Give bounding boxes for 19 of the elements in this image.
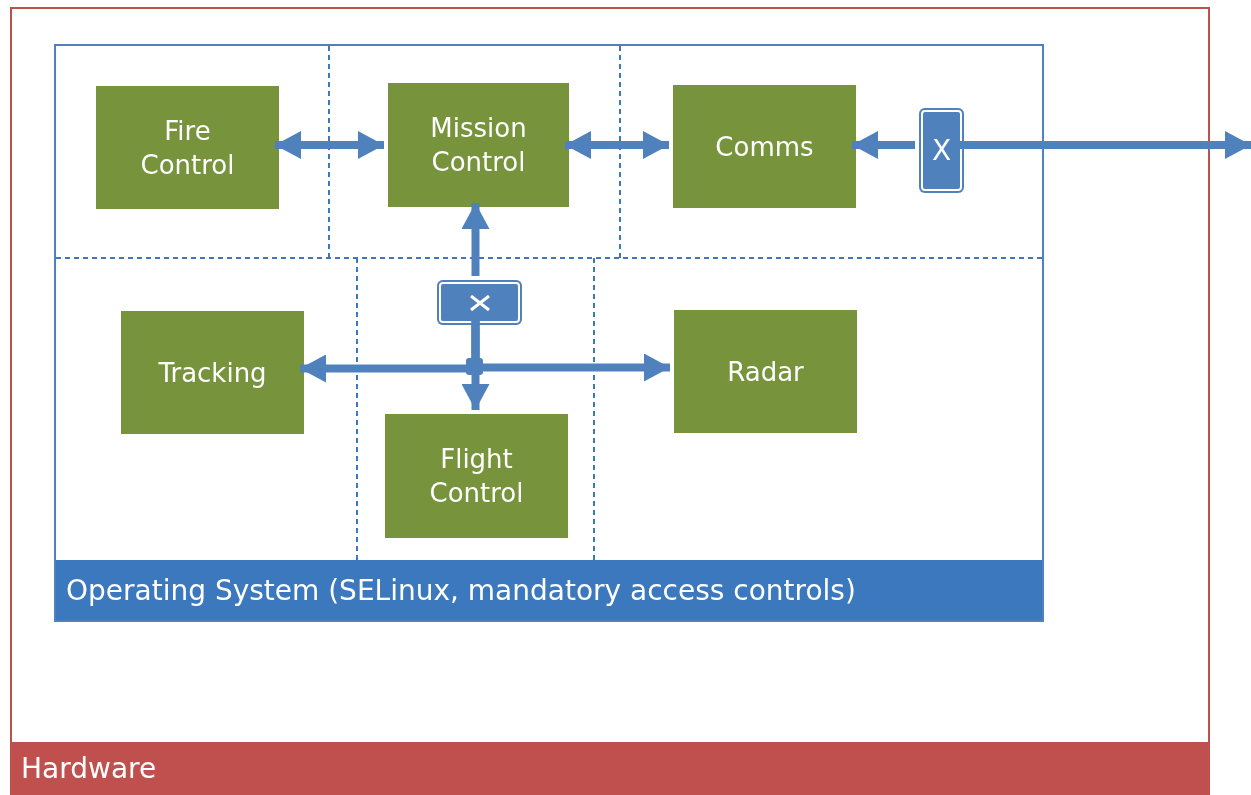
switch-box [437, 280, 522, 325]
hardware-layer [10, 7, 1210, 795]
process-box [388, 83, 569, 207]
connector-arrow [960, 131, 1251, 159]
layer-label: Hardware [21, 752, 157, 785]
process-box [674, 310, 857, 433]
layer-label: Operating System (SELinux, mandatory access controls) [66, 573, 856, 607]
switch-box [919, 108, 964, 193]
process-box [673, 85, 856, 208]
box-label: Radar [727, 355, 804, 389]
box-label: Flight Control [428, 443, 525, 510]
process-box [121, 311, 304, 434]
process-box [96, 86, 279, 209]
box-label: Fire Control [139, 114, 236, 182]
switch-label: X [931, 134, 952, 167]
process-box [385, 414, 568, 538]
box-label: Tracking [158, 356, 267, 390]
box-label: Comms [715, 130, 814, 164]
box-label: Mission Control [429, 112, 528, 179]
